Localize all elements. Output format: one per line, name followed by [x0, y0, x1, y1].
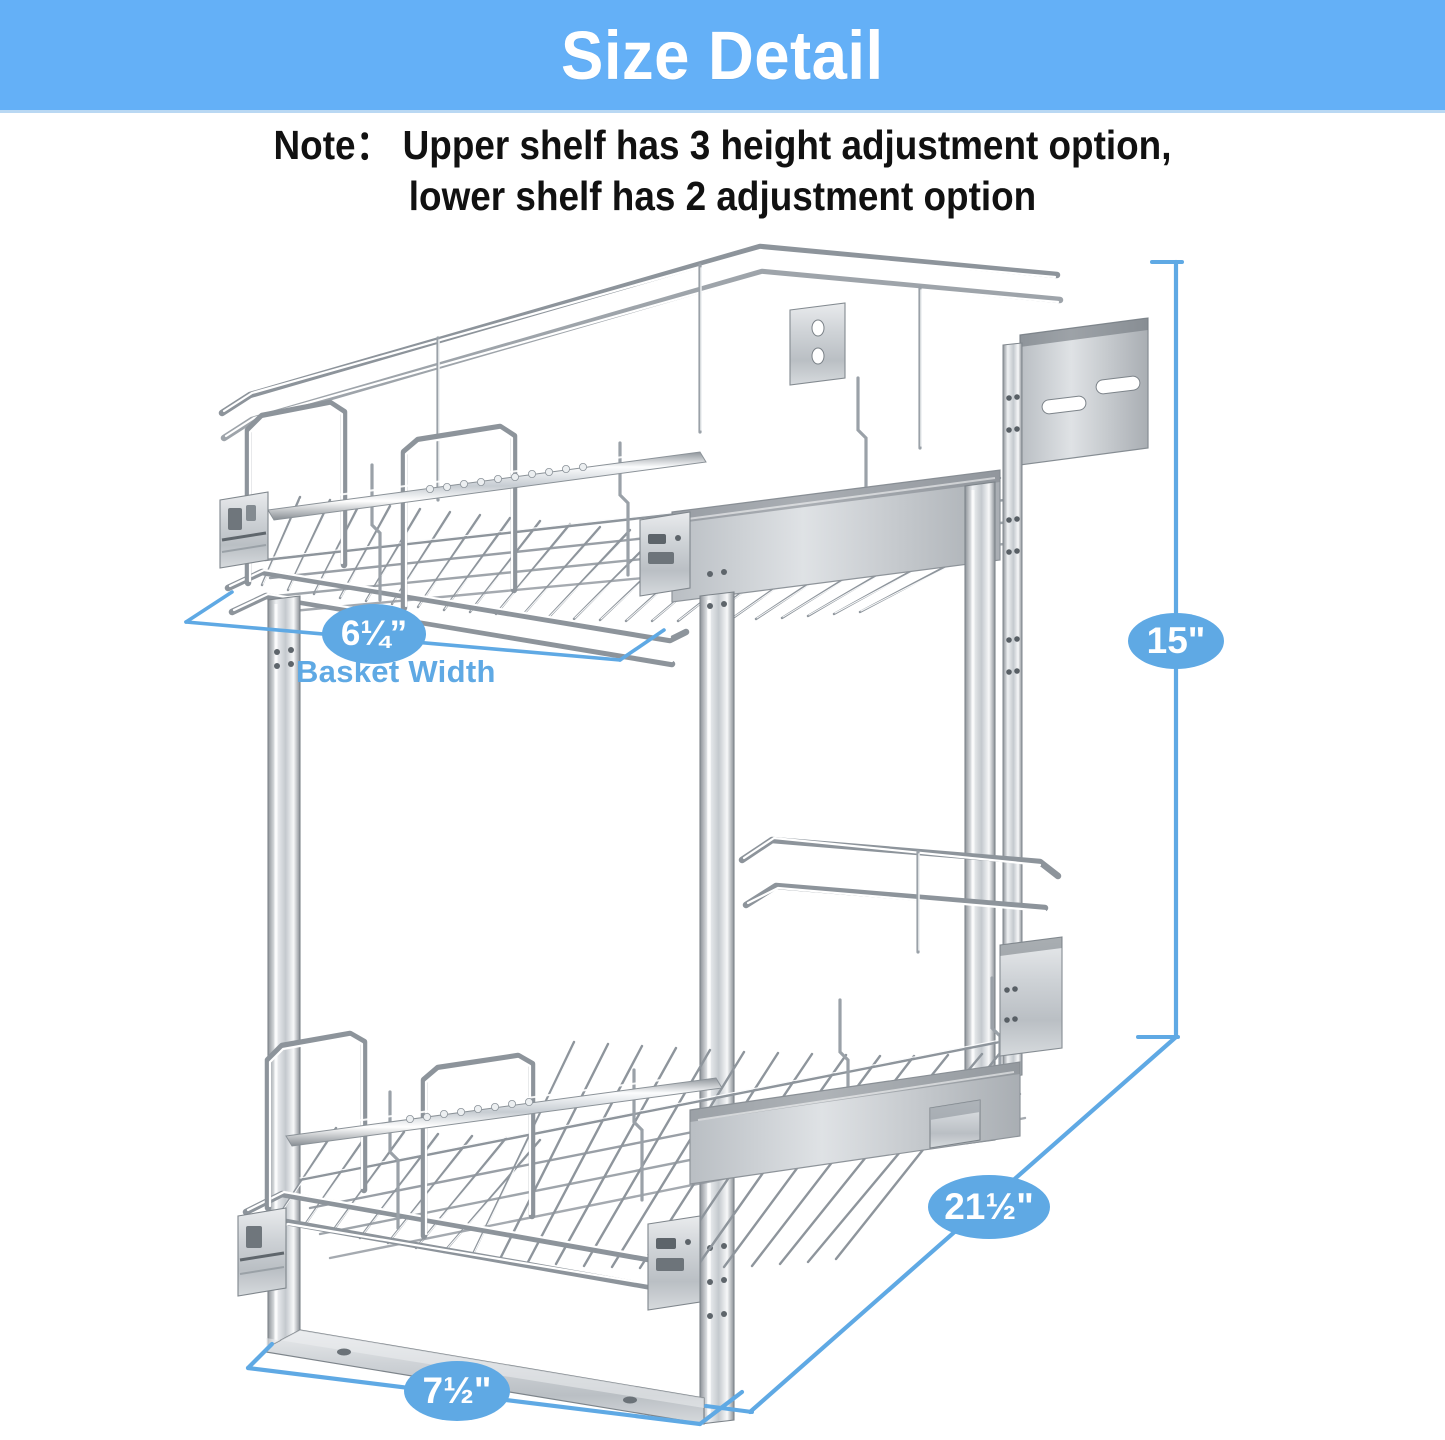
lower-basket-left-slide-hardware [237, 1207, 287, 1297]
lower-basket [237, 836, 1063, 1311]
dimension-badge-front-width: 7½" [404, 1361, 510, 1421]
lower-basket-rear-rail [738, 836, 1062, 954]
upper-basket-left-slide-hardware [219, 491, 269, 569]
note-block: Note： Upper shelf has 3 height adjustmen… [0, 120, 1445, 223]
note-line-1: Note： Upper shelf has 3 height adjustmen… [273, 122, 1172, 168]
banner-bottom-divider [0, 110, 1445, 113]
dimension-value-basket-width: 6¼” [340, 613, 408, 653]
dimension-badge-height: 15" [1128, 613, 1224, 669]
upper-mounting-bracket [789, 302, 1149, 1078]
dimension-caption-basket-width: Basket Width [296, 654, 496, 689]
dimension-value-depth: 21½" [944, 1185, 1034, 1227]
page-title: Size Detail [561, 16, 884, 94]
dimension-badge-basket-width: 6¼” [322, 604, 426, 664]
dimension-value-front-width: 7½" [422, 1369, 492, 1411]
upper-basket [218, 243, 1064, 668]
upper-basket-rear-struts [436, 263, 922, 502]
note-line-2: lower shelf has 2 adjustment option [408, 173, 1037, 220]
upper-basket-right-slide-hardware [639, 511, 691, 597]
lower-basket-right-slide-hardware [647, 1215, 701, 1311]
header-banner: Size Detail [0, 0, 1445, 110]
lower-basket-slide-rail [285, 1077, 723, 1147]
upper-basket-rear-rail [218, 243, 1064, 442]
dimension-value-height: 15" [1146, 619, 1206, 661]
upper-basket-slide-rail [267, 451, 707, 521]
frame-vertical-posts [267, 481, 996, 1425]
lower-basket-side-panel [689, 1061, 1021, 1185]
upper-basket-side-panel [671, 469, 1001, 603]
dimension-badge-depth: 21½" [928, 1175, 1050, 1239]
lower-mounting-bracket [999, 936, 1063, 1057]
